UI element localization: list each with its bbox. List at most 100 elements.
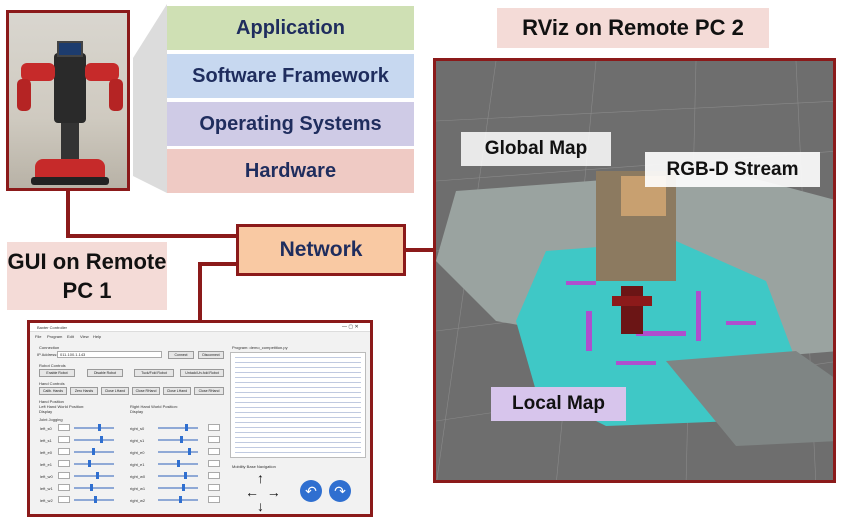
joint-left-knob[interactable] <box>96 472 99 479</box>
joint-right-label: right_w1 <box>130 486 146 491</box>
hand-button-4[interactable]: Close RHand <box>132 387 160 395</box>
gui-label: GUI on Remote PC 1 <box>7 242 167 310</box>
joint-right-knob[interactable] <box>180 436 183 443</box>
joint-left-slider[interactable] <box>74 439 114 441</box>
joint-left-field[interactable] <box>58 484 70 491</box>
joint-left-slider[interactable] <box>74 463 114 465</box>
disable-robot-button[interactable]: Disable Robot <box>87 369 123 377</box>
joint-right-knob[interactable] <box>185 424 188 431</box>
joint-right-slider[interactable] <box>158 499 198 501</box>
hand-controls-heading: Hand Controls <box>39 381 65 386</box>
layer-software-framework: Software Framework <box>167 54 414 98</box>
joint-left-field[interactable] <box>58 448 70 455</box>
layer-application: Application <box>167 6 414 50</box>
joint-left-knob[interactable] <box>88 460 91 467</box>
robot-screen <box>57 41 83 57</box>
rviz-map-graphic <box>436 61 833 480</box>
hand-button-6[interactable]: Close RHand <box>194 387 224 395</box>
robot-left-forearm <box>17 79 31 111</box>
global-map-label: Global Map <box>461 132 611 166</box>
joint-left-label: left_s0 <box>40 426 52 431</box>
network-box: Network <box>236 224 406 276</box>
joint-left-slider[interactable] <box>74 475 114 477</box>
joint-left-knob[interactable] <box>92 448 95 455</box>
joint-right-label: right_w0 <box>130 474 146 479</box>
joint-right-knob[interactable] <box>177 460 180 467</box>
connection-heading: Connection <box>39 345 60 350</box>
layer-hardware: Hardware <box>167 149 414 193</box>
stack-connector <box>133 4 167 193</box>
local-map-label: Local Map <box>491 387 626 421</box>
joint-right-slider[interactable] <box>158 475 198 477</box>
joint-left-knob[interactable] <box>98 424 101 431</box>
joint-left-field[interactable] <box>58 472 70 479</box>
joint-right-field[interactable] <box>208 484 220 491</box>
joint-right-knob[interactable] <box>184 472 187 479</box>
gui-window: Baxter Controller — ▢ ✕ File Program Edi… <box>27 320 373 517</box>
window-controls-icon[interactable]: — ▢ ✕ <box>342 324 359 330</box>
joint-right-field[interactable] <box>208 436 220 443</box>
joint-right-field[interactable] <box>208 448 220 455</box>
joint-right-knob[interactable] <box>188 448 191 455</box>
joint-right-field[interactable] <box>208 472 220 479</box>
hand-position-heading: Hand Position <box>39 399 64 404</box>
menu-file[interactable]: File <box>35 334 42 339</box>
robot-model <box>621 286 643 334</box>
ip-label: IP Address: <box>37 352 58 357</box>
joint-left-slider[interactable] <box>74 427 114 429</box>
joint-right-field[interactable] <box>208 496 220 503</box>
right-hand-display: Display <box>130 409 144 414</box>
right-hand-position-label: Right Hand World Position: <box>130 404 178 409</box>
joint-right-knob[interactable] <box>179 496 182 503</box>
joint-right-label: right_s0 <box>130 426 145 431</box>
joint-left-field[interactable] <box>58 436 70 443</box>
layer-operating-systems: Operating Systems <box>167 102 414 146</box>
joint-left-field[interactable] <box>58 496 70 503</box>
menu-edit[interactable]: Edit <box>67 334 74 339</box>
joint-left-knob[interactable] <box>94 496 97 503</box>
robot-pedestal <box>61 123 79 163</box>
robot-controls-heading: Robot Controls <box>39 363 66 368</box>
joint-right-slider[interactable] <box>158 427 198 429</box>
connect-button[interactable]: Connect <box>168 351 194 359</box>
rotate-right-button[interactable]: ↷ <box>329 480 351 502</box>
enable-robot-button[interactable]: Enable Robot <box>39 369 75 377</box>
robot-photo <box>6 10 130 191</box>
joint-left-label: left_e1 <box>40 462 53 467</box>
joint-left-label: left_w1 <box>40 486 53 491</box>
joint-left-knob[interactable] <box>90 484 93 491</box>
menu-view[interactable]: View <box>80 334 89 339</box>
ip-field[interactable] <box>57 351 162 358</box>
joint-left-slider[interactable] <box>74 487 114 489</box>
joint-right-slider[interactable] <box>158 487 198 489</box>
rotate-left-button[interactable]: ↶ <box>300 480 322 502</box>
joint-right-slider[interactable] <box>158 439 198 441</box>
menu-help[interactable]: Help <box>93 334 102 339</box>
hand-button-3[interactable]: Close LHand <box>101 387 129 395</box>
joint-left-field[interactable] <box>58 460 70 467</box>
joint-right-knob[interactable] <box>182 484 185 491</box>
left-hand-display: Display <box>39 409 53 414</box>
untuck-robot-button[interactable]: Untuck/Un-fold Robot <box>180 369 224 377</box>
robot-wheels <box>31 177 109 185</box>
program-title: Program: demo_competition.py <box>232 345 288 350</box>
disconnect-button[interactable]: Disconnect <box>198 351 224 359</box>
rviz-label: RViz on Remote PC 2 <box>497 8 769 48</box>
joint-right-field[interactable] <box>208 424 220 431</box>
hand-button-2[interactable]: Zero Hands <box>70 387 98 395</box>
left-hand-position-label: Left Hand World Position: <box>39 404 85 409</box>
joint-left-field[interactable] <box>58 424 70 431</box>
joint-left-label: left_w2 <box>40 498 53 503</box>
joint-left-knob[interactable] <box>100 436 103 443</box>
robot-left-arm <box>21 63 55 81</box>
menu-program[interactable]: Program <box>47 334 63 339</box>
tuck-robot-button[interactable]: Tuck/Fold Robot <box>134 369 174 377</box>
hand-button-1[interactable]: Calib. Hands <box>39 387 67 395</box>
direction-pad-icon[interactable]: ↑ ← → ↓ <box>245 470 281 514</box>
hand-button-5[interactable]: Close LHand <box>163 387 191 395</box>
robot-torso <box>54 53 86 123</box>
code-editor[interactable] <box>230 352 366 458</box>
joint-right-field[interactable] <box>208 460 220 467</box>
network-to-gui-line <box>198 262 236 320</box>
joint-right-slider[interactable] <box>158 451 198 453</box>
